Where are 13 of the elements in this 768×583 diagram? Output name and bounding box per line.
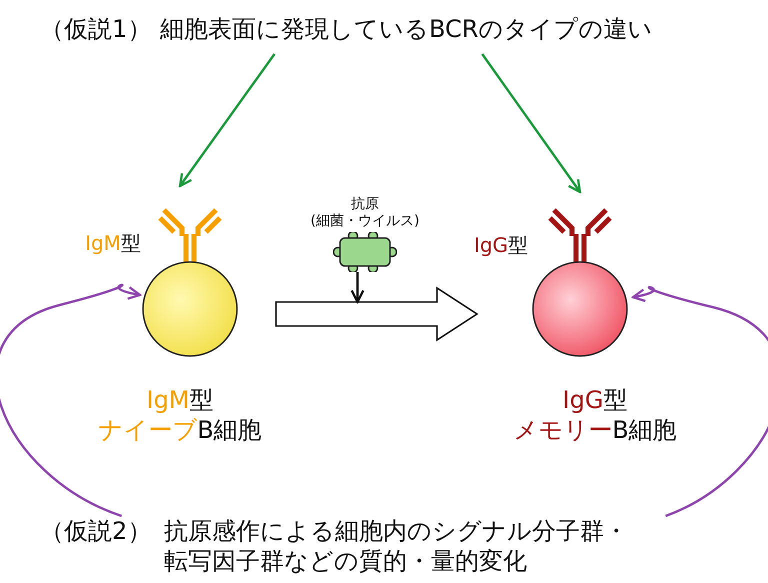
hypothesis-text: （仮説1） 細胞表面に発現しているBCRのタイプの違い — [40, 14, 710, 54]
arrow — [632, 286, 768, 518]
hypothesis-text: （仮説2） 抗原感作による細胞内のシグナル分子群・転写因子群などの質的・量的変化 — [40, 516, 720, 578]
cell-label: IgG型メモリーB細胞 — [512, 385, 678, 445]
cell-label: IgM型 — [84, 230, 142, 257]
cell-label: IgM型ナイーブB細胞 — [97, 385, 263, 445]
arrow — [178, 53, 276, 188]
arrow — [275, 286, 478, 342]
cell-label: IgG型 — [472, 232, 530, 259]
antigen-label: 抗原(細菌・ウイルス) — [310, 196, 420, 230]
arrow — [481, 53, 582, 194]
arrow — [0, 284, 142, 518]
arrow — [350, 272, 364, 304]
